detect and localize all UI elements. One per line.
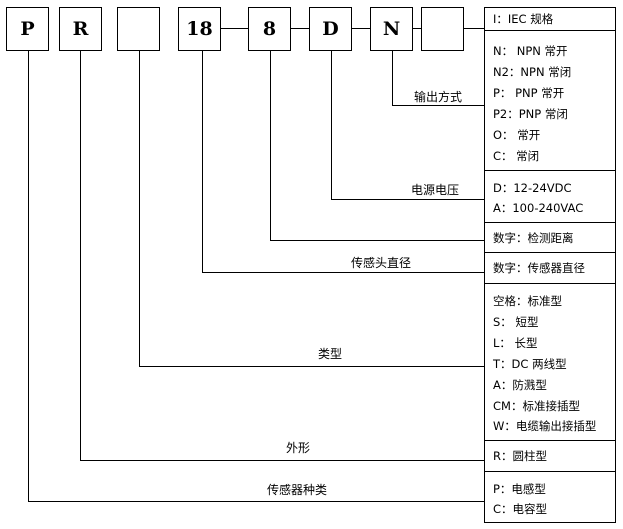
option-sensor: C：电容型 [493,502,548,516]
options-table: I：IEC 规格 N： NPN 常开 N2：NPN 常闭 P： PNP 常开 P… [484,7,616,523]
code-box-detect-distance: 8 [248,7,291,51]
label-shape: 外形 [286,441,311,455]
leader-sensor-vertical [28,51,29,502]
option-iec: I：IEC 规格 [493,12,554,26]
connector-18-8 [221,28,248,29]
leader-power-horizontal [331,199,484,200]
label-head-diameter: 传感头直径 [351,256,412,270]
table-divider [485,252,615,253]
option-type: 空格：标准型 [493,294,562,308]
leader-shape-vertical [80,51,81,461]
leader-head-vertical [202,51,203,273]
option-type: S： 短型 [493,315,539,329]
table-divider [485,440,615,441]
code-box-iec [421,7,464,51]
label-power-voltage: 电源电压 [411,183,460,197]
code-box-head-diameter: 18 [178,7,221,51]
leader-distance-vertical [270,51,271,241]
option-type: CM：标准接插型 [493,399,580,413]
label-sensor-type: 传感器种类 [267,483,328,497]
table-divider [485,170,615,171]
label-type: 类型 [318,347,343,361]
leader-sensor-horizontal [28,501,484,502]
option-output: O： 常开 [493,128,541,142]
connector-D-N [352,28,370,29]
code-box-sensor-type: P [6,7,49,51]
code-box-type [117,7,160,51]
table-divider [485,30,615,31]
leader-type-horizontal [139,366,484,367]
leader-head-horizontal [202,272,484,273]
leader-distance-horizontal [270,240,484,241]
option-type: L： 长型 [493,336,538,350]
table-divider [485,283,615,284]
option-shape: R：圆柱型 [493,449,547,463]
option-power: A：100-240VAC [493,201,584,215]
option-output: P2：PNP 常闭 [493,107,568,121]
option-sensor: P：电感型 [493,482,546,496]
option-output: P： PNP 常开 [493,86,565,100]
leader-shape-horizontal [80,460,484,461]
connector-8-D [291,28,309,29]
option-type: T：DC 两线型 [493,357,567,371]
leader-type-vertical [139,51,140,367]
connector-N-blank [413,28,421,29]
option-output: C： 常闭 [493,149,540,163]
leader-output-vertical [392,51,393,106]
option-power: D：12-24VDC [493,181,572,195]
code-box-power: D [309,7,352,51]
option-output: N2：NPN 常闭 [493,65,572,79]
leader-output-horizontal [392,105,484,106]
leader-power-vertical [331,51,332,200]
option-diameter: 数字：传感器直径 [493,261,585,275]
table-divider [485,471,615,472]
option-type: W：电缆输出接插型 [493,419,597,433]
option-type: A：防溅型 [493,378,547,392]
code-box-output: N [370,7,413,51]
option-distance: 数字：检测距离 [493,231,574,245]
code-box-shape: R [59,7,102,51]
label-output-mode: 输出方式 [414,90,463,104]
option-output: N： NPN 常开 [493,44,568,58]
table-divider [485,222,615,223]
connector-blank-iec [464,28,484,29]
